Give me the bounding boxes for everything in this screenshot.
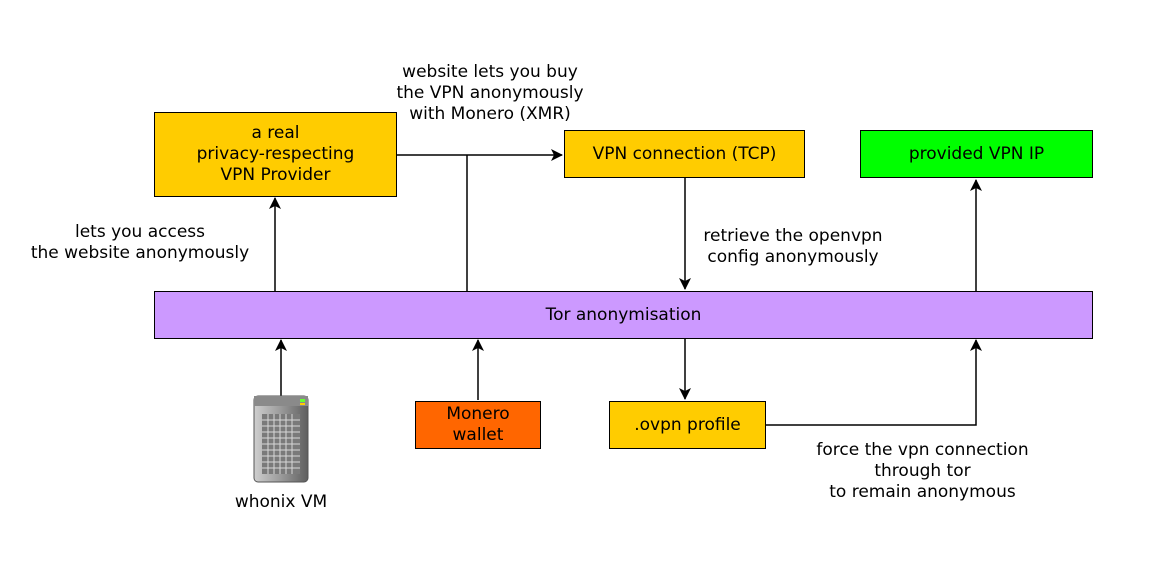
vpn-connection-box: VPN connection (TCP): [564, 130, 805, 178]
monero-wallet-label: Monero wallet: [446, 404, 510, 445]
whonix-vm-label: whonix VM: [234, 492, 328, 512]
ovpn-profile-box: .ovpn profile: [609, 401, 766, 449]
edge-profile-to-tor: [766, 339, 982, 426]
ovpn-profile-label: .ovpn profile: [634, 414, 741, 435]
buy-anonymously-label: website lets you buy the VPN anonymously…: [396, 62, 584, 124]
vpn-provider-box: a real privacy-respecting VPN Provider: [154, 112, 397, 197]
provided-vpn-ip-label: provided VPN IP: [908, 143, 1045, 164]
provided-vpn-ip-box: provided VPN IP: [860, 130, 1093, 178]
tor-anonymisation-label: Tor anonymisation: [545, 304, 702, 325]
vpn-provider-label: a real privacy-respecting VPN Provider: [196, 123, 355, 185]
vpn-connection-label: VPN connection (TCP): [592, 143, 777, 164]
monero-wallet-box: Monero wallet: [415, 401, 541, 449]
retrieve-config-label: retrieve the openvpn config anonymously: [703, 226, 883, 267]
tor-anonymisation-box: Tor anonymisation: [154, 291, 1093, 339]
force-through-tor-label: force the vpn connection through tor to …: [816, 440, 1029, 502]
access-anonymously-label: lets you access the website anonymously: [30, 222, 250, 263]
